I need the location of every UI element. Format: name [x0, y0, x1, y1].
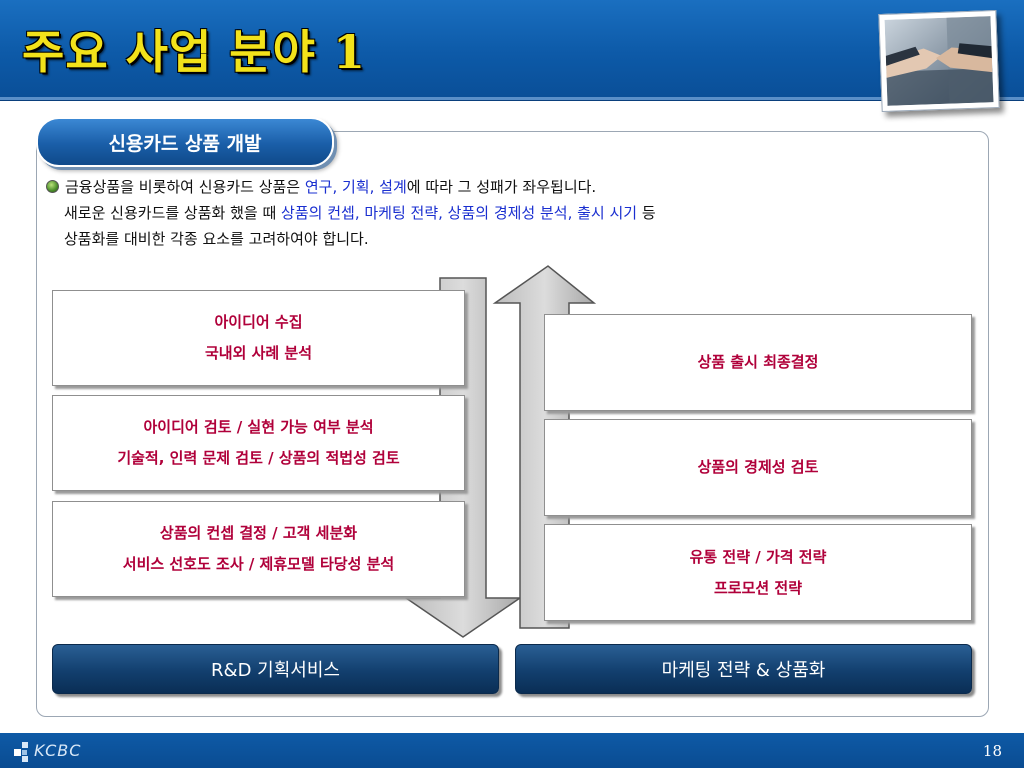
left-step-3-line-2: 서비스 선호도 조사 / 제휴모델 타당성 분석 — [122, 555, 395, 573]
right-step-1-line-1: 상품 출시 최종결정 — [697, 353, 819, 371]
page-title: 주요 사업 분야 1 — [22, 25, 366, 79]
right-step-box-1: 상품 출시 최종결정 — [544, 314, 972, 411]
left-step-1-line-1: 아이디어 수집 — [214, 313, 303, 331]
left-step-box-2: 아이디어 검토 / 실현 가능 여부 분석 기술적, 인력 문제 검토 / 상품… — [52, 395, 465, 491]
intro-line-2: 새로운 신용카드를 상품화 했을 때 상품의 컨셉, 마케팅 전략, 상품의 경… — [46, 200, 946, 226]
right-step-3-line-2: 프로모션 전략 — [713, 578, 803, 597]
header-divider — [0, 97, 1024, 100]
green-sphere-bullet-icon — [46, 180, 59, 193]
kcbc-logo: KCBC — [14, 741, 104, 763]
intro-line-1-text: 금융상품을 비롯하여 신용카드 상품은 — [65, 178, 305, 196]
left-step-box-3: 상품의 컨셉 결정 / 고객 세분화 서비스 선호도 조사 / 제휴모델 타당성… — [52, 501, 465, 597]
right-step-3-line-1: 유통 전략 / 가격 전략 — [689, 547, 827, 566]
logo-text: KCBC — [34, 741, 82, 760]
intro-line-2-text: 새로운 신용카드를 상품화 했을 때 — [64, 204, 282, 222]
right-step-box-2: 상품의 경제성 검토 — [544, 419, 972, 516]
intro-line-3: 상품화를 대비한 각종 요소를 고려하여야 합니다. — [64, 230, 369, 248]
kcbc-logo-icon — [14, 742, 28, 762]
section-tab: 신용카드 상품 개발 — [36, 117, 334, 167]
intro-line-1: 금융상품을 비롯하여 신용카드 상품은 연구, 기획, 설계에 따라 그 성패가… — [46, 174, 946, 200]
right-step-2-line-1: 상품의 경제성 검토 — [697, 458, 819, 476]
footer-bar — [0, 733, 1024, 768]
left-step-box-1: 아이디어 수집 국내외 사례 분석 — [52, 290, 465, 386]
marketing-bar: 마케팅 전략 & 상품화 — [515, 644, 972, 694]
left-step-2-line-1: 아이디어 검토 / 실현 가능 여부 분석 — [143, 418, 374, 436]
left-step-1-line-2: 국내외 사례 분석 — [204, 344, 313, 362]
page-number: 18 — [982, 742, 1002, 760]
rd-planning-bar: R&D 기획서비스 — [52, 644, 499, 694]
intro-line-2-text-end: 등 — [637, 204, 656, 222]
intro-line-2-highlight: 상품의 컨셉, 마케팅 전략, 상품의 경제성 분석, 출시 시기 — [281, 204, 638, 222]
handshake-photo — [878, 9, 1000, 113]
left-step-3-line-1: 상품의 컨셉 결정 / 고객 세분화 — [159, 524, 358, 542]
intro-line-1-text-end: 에 따라 그 성패가 좌우됩니다. — [406, 178, 597, 196]
intro-line-1-highlight: 연구, 기획, 설계 — [304, 178, 407, 196]
handshake-photo-icon — [884, 16, 994, 106]
right-step-box-3: 유통 전략 / 가격 전략 프로모션 전략 — [544, 524, 972, 621]
left-step-2-line-2: 기술적, 인력 문제 검토 / 상품의 적법성 검토 — [117, 449, 400, 467]
intro-text: 금융상품을 비롯하여 신용카드 상품은 연구, 기획, 설계에 따라 그 성패가… — [46, 174, 946, 252]
